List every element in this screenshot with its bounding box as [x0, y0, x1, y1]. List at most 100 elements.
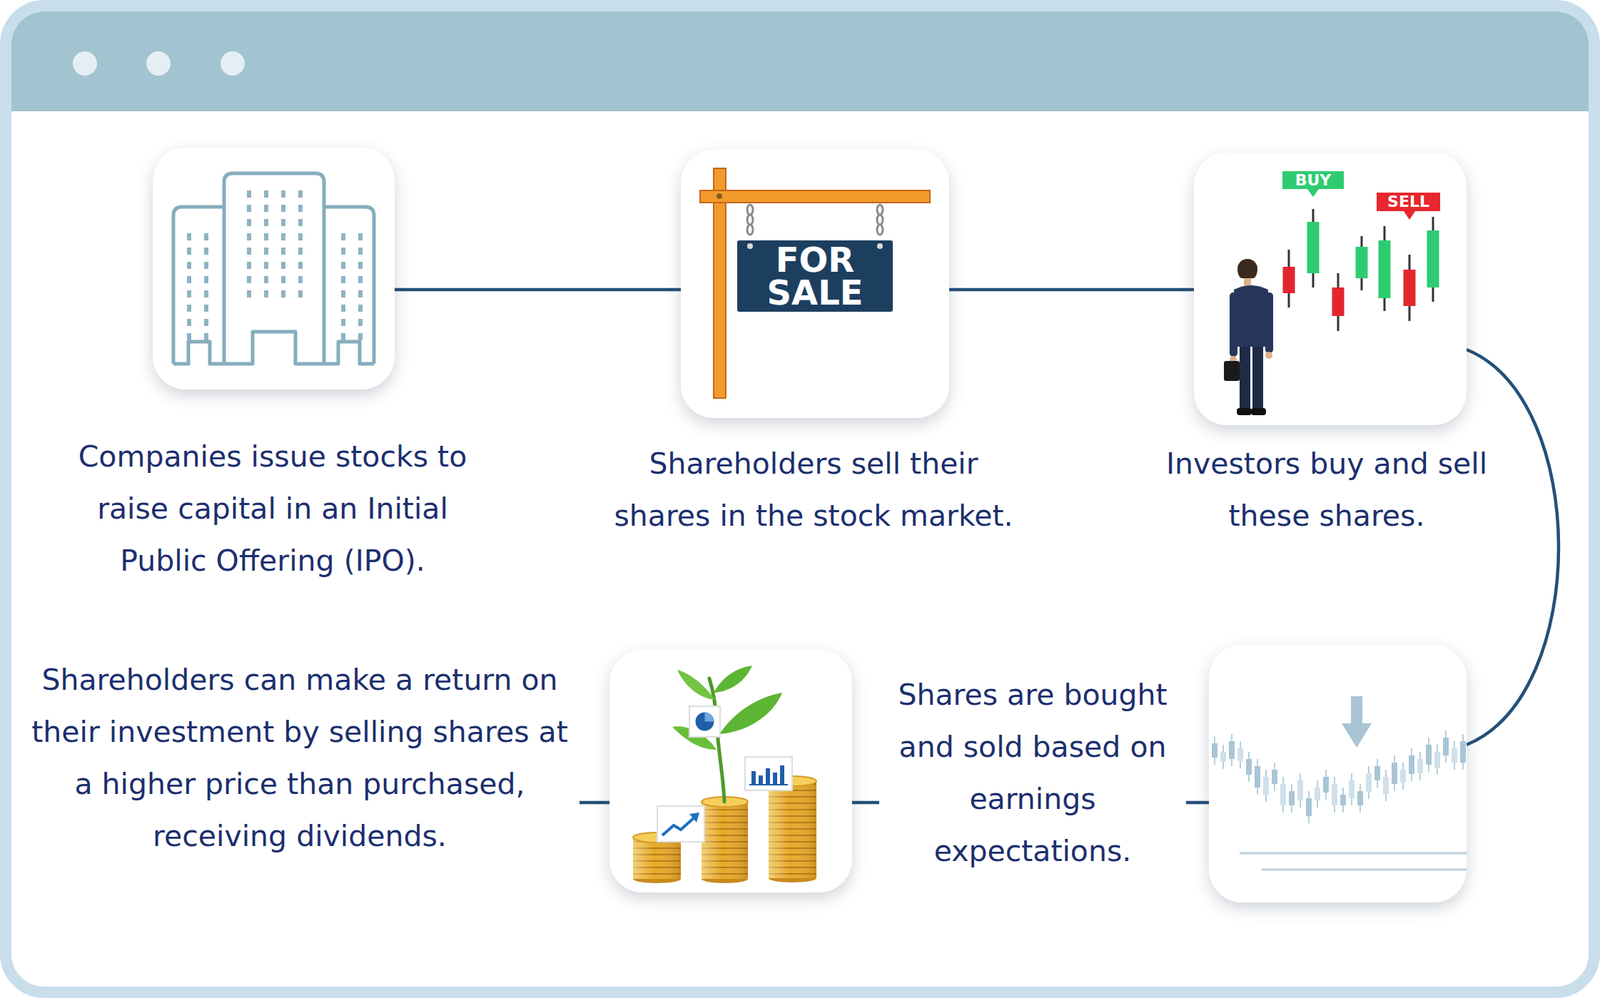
icon-card: Companies issue stocks to raise capital … [152, 147, 395, 390]
chart-candles-part [1417, 759, 1424, 774]
candle-bodies-part [1283, 266, 1296, 294]
line-chart-card-part [689, 812, 700, 823]
chart-candles-part [1254, 766, 1261, 788]
sign-board [737, 240, 893, 312]
caption-wrap: Investors buy and sell these shares. [1141, 438, 1513, 543]
sign-text: FOR SALE [757, 243, 873, 310]
bar-chart-card-part [758, 775, 763, 785]
leader-line [579, 801, 610, 805]
coins-growth-icon [609, 650, 853, 893]
building-windows [186, 233, 209, 348]
sign-chain-part [747, 204, 753, 215]
candle-bodies-part [1427, 230, 1440, 288]
chart-candles-part [1323, 777, 1329, 793]
coin-stack-part [701, 802, 748, 880]
icon-card: Shareholders can make a return on their … [609, 650, 853, 893]
businessman-part [1265, 292, 1274, 354]
step-caption: Shares are bought and sold based on earn… [879, 669, 1187, 878]
coin-stack-part [768, 781, 817, 879]
chart-candles-part [1211, 743, 1218, 758]
market-chart-icon [1208, 645, 1467, 903]
plant-part [713, 665, 753, 693]
down-arrow [1341, 696, 1372, 748]
bar-chart-card-part [749, 784, 788, 786]
connector-line [394, 288, 681, 292]
connector-line [1466, 349, 1559, 746]
window-dot [146, 51, 171, 76]
building-windows [246, 190, 303, 305]
sign-chain-part [747, 224, 753, 235]
card-clip: FOR SALE [680, 149, 950, 419]
chart-candles-part [1365, 773, 1372, 793]
card-clip [609, 650, 853, 893]
bar-chart-card [745, 757, 793, 791]
chart-wicks [1214, 730, 1463, 824]
sign-chain-part [877, 204, 883, 215]
bar-chart-card-part [751, 771, 756, 785]
businessman-part [1252, 339, 1264, 412]
chart-candles-part [1297, 780, 1304, 801]
businessman [1223, 259, 1274, 416]
coin-stack [701, 797, 748, 884]
building-icon [152, 147, 395, 390]
candle-bodies [1283, 221, 1440, 317]
chart-candles-part [1305, 798, 1312, 817]
coin-stack-part [633, 837, 681, 880]
sign-chain-part [747, 214, 753, 225]
chart-candles-part [1280, 784, 1286, 806]
chart-candles-part [1383, 777, 1389, 795]
sign-text: SELL [1387, 192, 1430, 212]
sell-tag [1403, 211, 1416, 220]
businessman-part [1265, 351, 1273, 359]
chart-candles-part [1425, 745, 1432, 766]
candle-bodies-part [1307, 221, 1320, 274]
chart-candles-part [1263, 777, 1269, 796]
down-arrow-part [1350, 696, 1363, 726]
connector-line [949, 288, 1194, 292]
bar-chart-card-part [765, 768, 771, 785]
pie-chart-card [689, 706, 721, 738]
sign-arm [700, 190, 930, 203]
businessman-part [1229, 292, 1238, 357]
candle-bodies-part [1355, 246, 1369, 279]
down-arrow-part [1341, 723, 1372, 748]
sign-chain-part [877, 224, 883, 235]
chart-candles-part [1391, 762, 1398, 785]
building-outline-part [323, 206, 374, 364]
chart-candles-part [1237, 748, 1244, 762]
chart-candles-part [1246, 759, 1252, 776]
candle-wicks [1288, 209, 1434, 332]
chart-candles-part [1348, 780, 1355, 799]
icon-card: Shares are bought and sold based on earn… [1208, 645, 1467, 903]
label-box: SELL [1376, 192, 1441, 212]
chart-candles-part [1331, 784, 1338, 806]
window-dot [220, 51, 245, 76]
businessman-part [1251, 408, 1267, 416]
plant-part [677, 670, 716, 701]
sign-chain [747, 204, 883, 235]
label-box: BUY [1282, 171, 1344, 190]
step-caption: Companies issue stocks to raise capital … [58, 431, 487, 588]
chart-candles-part [1434, 752, 1441, 768]
chart-candles-part [1460, 741, 1466, 763]
sign-text: BUY [1295, 171, 1332, 190]
coin-stack-part [768, 781, 817, 879]
line-chart-card [657, 806, 705, 843]
card-clip [1208, 645, 1467, 903]
step-caption: Shareholders can make a return on their … [27, 654, 574, 863]
coin-stack [768, 776, 817, 883]
title-bar [11, 11, 1589, 112]
card-clip [152, 147, 395, 390]
caption-wrap: Shares are bought and sold based on earn… [879, 669, 1187, 878]
chart-candles-part [1288, 791, 1295, 806]
buy-tag [1282, 171, 1344, 190]
sign-ring [747, 243, 753, 250]
line-chart-card-part [657, 806, 705, 843]
chart-baseline [1239, 852, 1467, 855]
chart-candles-part [1442, 737, 1449, 756]
building-outline-part [173, 206, 225, 364]
coin-stack-part [633, 837, 681, 880]
chart-candles-part [1357, 791, 1364, 806]
businessman-part [1237, 259, 1258, 280]
